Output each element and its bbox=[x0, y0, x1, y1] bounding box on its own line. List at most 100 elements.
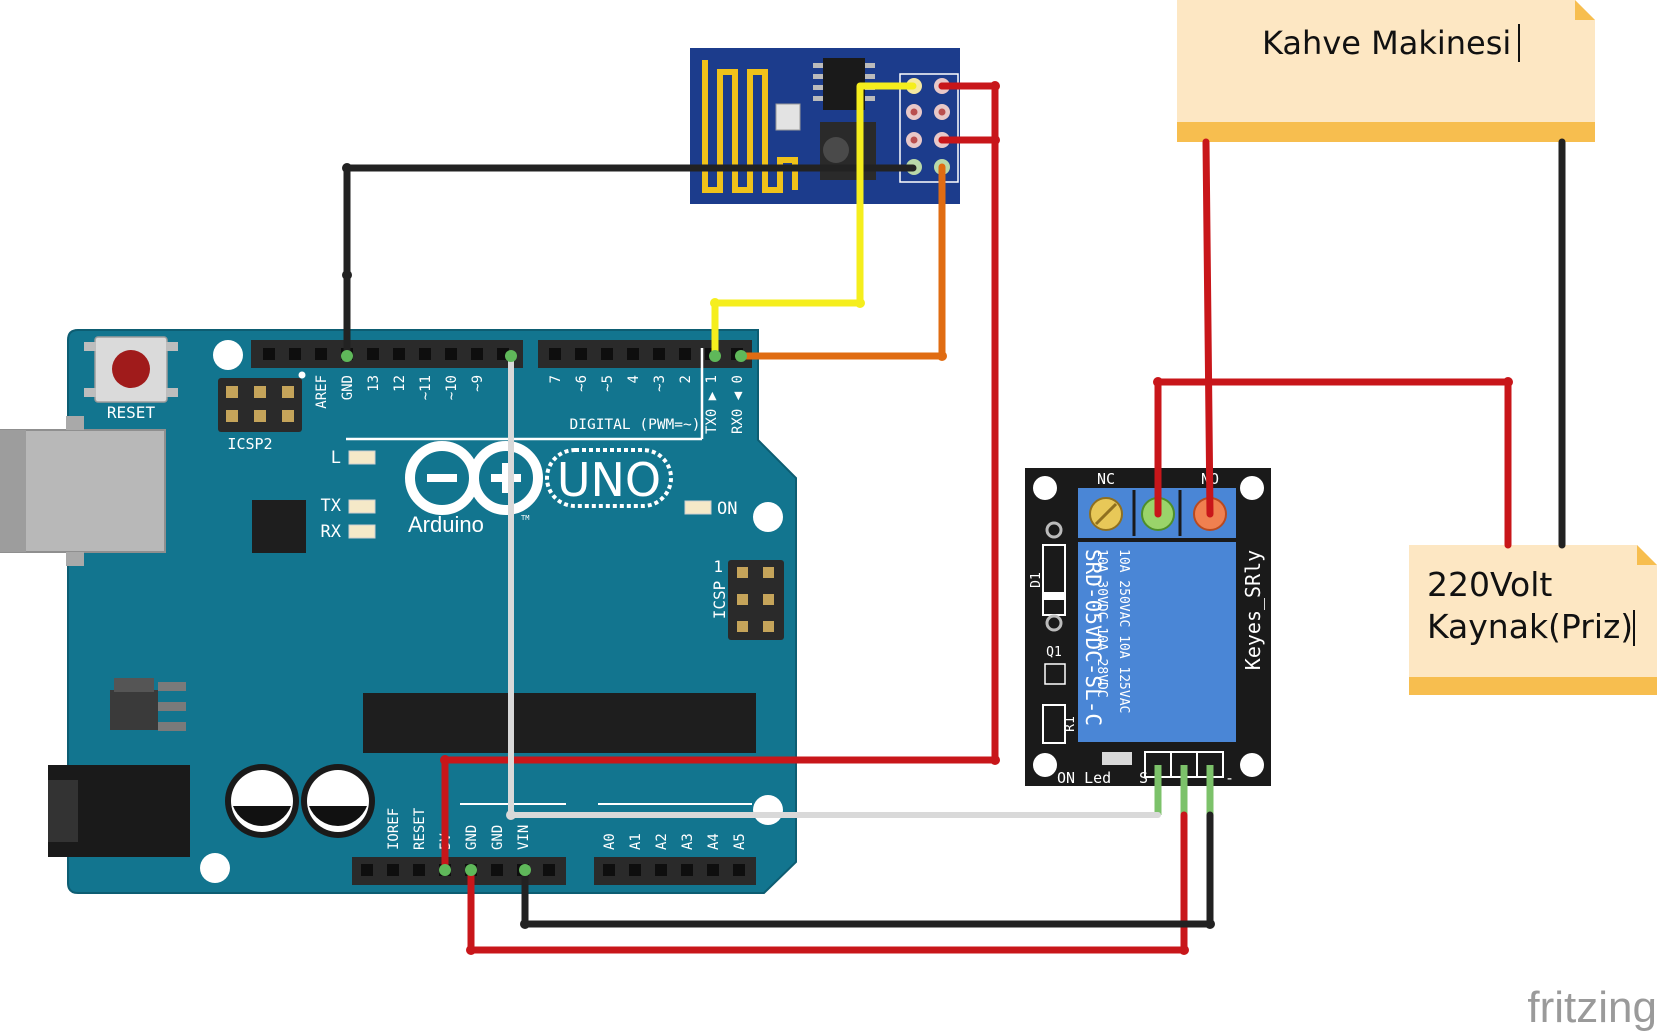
pin-label: A0 bbox=[602, 833, 618, 850]
usb-tab bbox=[66, 552, 84, 566]
relay-module[interactable]: NC NO 10A 250VAC 10A 125VAC 10A 30VDC 10… bbox=[1025, 468, 1271, 815]
header-hole[interactable] bbox=[471, 348, 483, 360]
outlet-note[interactable]: 220Volt Kaynak(Priz) bbox=[1409, 545, 1657, 695]
diode-band bbox=[1043, 592, 1065, 600]
reset-leg bbox=[84, 342, 96, 351]
icsp2-pin1-dot bbox=[298, 371, 306, 379]
wires bbox=[343, 82, 1566, 954]
header-hole[interactable] bbox=[733, 864, 745, 876]
header-hole[interactable] bbox=[387, 864, 399, 876]
dc-jack-opening bbox=[48, 780, 78, 842]
diode-lead bbox=[1045, 521, 1063, 539]
mounting-hole bbox=[213, 340, 243, 370]
header-hole[interactable] bbox=[315, 348, 327, 360]
pin-highlights bbox=[341, 350, 747, 876]
icsp-pin1-label: 1 bbox=[713, 557, 723, 576]
header-hole[interactable] bbox=[653, 348, 665, 360]
header-hole[interactable] bbox=[707, 864, 719, 876]
header-hole[interactable] bbox=[681, 864, 693, 876]
wire-no-coffee[interactable] bbox=[1202, 138, 1214, 518]
reset-leg bbox=[84, 388, 96, 397]
relay-mounting-hole bbox=[1240, 476, 1264, 500]
regulator-leg bbox=[158, 722, 186, 731]
regulator-leg bbox=[158, 702, 186, 711]
voltage-regulator bbox=[110, 690, 158, 730]
mounting-hole bbox=[753, 795, 783, 825]
header-hole[interactable] bbox=[367, 348, 379, 360]
icsp-label: ICSP bbox=[710, 581, 729, 620]
relay-spec-2: 10A 30VDC 10A 28VDC bbox=[1094, 549, 1109, 698]
wire-vcc-esp[interactable] bbox=[441, 82, 999, 874]
icsp-header bbox=[728, 560, 784, 640]
pin-label: VIN bbox=[516, 825, 532, 850]
reset-button-cap[interactable] bbox=[112, 350, 150, 388]
icsp-pins bbox=[737, 567, 774, 632]
icsp2-pins bbox=[226, 386, 294, 422]
esp8266-wifi-module[interactable] bbox=[690, 48, 960, 204]
header-hole[interactable] bbox=[413, 864, 425, 876]
atmega-chip bbox=[363, 693, 756, 753]
note-bar bbox=[1177, 122, 1595, 142]
wire-com-outlet[interactable] bbox=[1154, 378, 1512, 549]
header-hole[interactable] bbox=[679, 348, 691, 360]
header-hole[interactable] bbox=[419, 348, 431, 360]
header-hole[interactable] bbox=[445, 348, 457, 360]
pin-label: GND bbox=[340, 375, 356, 400]
pin-label: AREF bbox=[314, 375, 330, 409]
header-hole[interactable] bbox=[601, 348, 613, 360]
coffee-machine-note[interactable]: Kahve Makinesi bbox=[1177, 0, 1595, 142]
pin-label: A5 bbox=[732, 833, 748, 850]
pin-label: GND bbox=[490, 825, 506, 850]
pin-label: 2 bbox=[678, 375, 694, 383]
pin-label: 4 bbox=[626, 375, 642, 383]
note-body bbox=[1409, 545, 1657, 677]
analog-header-holes bbox=[603, 864, 745, 876]
led-rx-label: RX bbox=[321, 522, 342, 542]
on-led-label: ON_Led bbox=[1057, 769, 1111, 787]
pin-label: A3 bbox=[680, 833, 696, 850]
header-hole[interactable] bbox=[289, 348, 301, 360]
wire-gnd-esp[interactable] bbox=[343, 164, 917, 360]
arduino-brand: Arduino bbox=[408, 512, 484, 537]
pin-label: A2 bbox=[654, 833, 670, 850]
relay-mounting-hole bbox=[1240, 753, 1264, 777]
mounting-hole bbox=[200, 853, 230, 883]
header-hole[interactable] bbox=[627, 348, 639, 360]
header-hole[interactable] bbox=[575, 348, 587, 360]
header-hole[interactable] bbox=[603, 864, 615, 876]
header-hole[interactable] bbox=[543, 864, 555, 876]
header-hole[interactable] bbox=[361, 864, 373, 876]
led-l bbox=[348, 450, 376, 465]
relay-mounting-hole bbox=[1033, 753, 1057, 777]
q1-label: Q1 bbox=[1046, 645, 1062, 660]
header-hole[interactable] bbox=[629, 864, 641, 876]
reset-leg bbox=[166, 342, 178, 351]
diode-lead bbox=[1045, 614, 1063, 632]
header-hole[interactable] bbox=[393, 348, 405, 360]
capacitor bbox=[301, 764, 375, 838]
pin-label: 12 bbox=[392, 375, 408, 392]
pin-label: RESET bbox=[412, 807, 428, 850]
esp-chip-logo bbox=[823, 137, 849, 163]
wire-gnd-relay[interactable] bbox=[521, 811, 1214, 928]
led-tx-label: TX bbox=[321, 496, 342, 516]
note-body bbox=[1177, 0, 1595, 122]
header-hole[interactable] bbox=[655, 864, 667, 876]
usb-tab bbox=[66, 416, 84, 430]
led-on-label: ON bbox=[717, 499, 737, 519]
pin-label: 13 bbox=[366, 375, 382, 392]
reset-leg bbox=[166, 388, 178, 397]
pin-label: ~6 bbox=[574, 375, 590, 392]
header-hole[interactable] bbox=[263, 348, 275, 360]
mounting-hole bbox=[753, 502, 783, 532]
header-hole[interactable] bbox=[491, 864, 503, 876]
wire-5v-relay[interactable] bbox=[467, 811, 1188, 954]
header-hole[interactable] bbox=[549, 348, 561, 360]
led-l-label: L bbox=[331, 448, 341, 468]
coffee-machine-label: Kahve Makinesi bbox=[1262, 24, 1511, 62]
pin-label: RX0 ◀ 0 bbox=[730, 375, 746, 434]
